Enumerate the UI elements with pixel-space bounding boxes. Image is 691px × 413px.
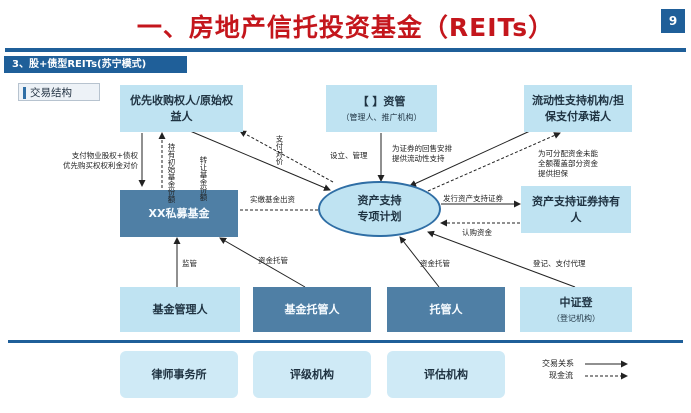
arrow-owner-to-spv xyxy=(189,130,331,191)
title-divider xyxy=(5,48,686,52)
label-issue-securities: 发行资产支持证券 xyxy=(443,194,503,203)
label-subscribe-funds: 认购资金 xyxy=(462,228,492,237)
ellipse-asset-backed-plan: 资产支持 专项计划 xyxy=(318,181,441,237)
label-transfer-share-2: 优先购买权权利金对价 xyxy=(63,161,138,170)
label-transfer-share-1: 支付物业股权+债权 xyxy=(71,151,138,160)
box-private-fund-label: XX私募基金 xyxy=(148,206,210,220)
page-number-badge: 9 xyxy=(661,9,685,33)
label-transfer-fund: 转让基金份额 xyxy=(199,156,208,201)
page-title: 一、房地产信托投资基金（REITs） xyxy=(136,13,555,42)
structure-label: 交易结构 xyxy=(18,83,100,101)
bottom-divider xyxy=(8,340,683,343)
box-custodian: 托管人 xyxy=(387,287,505,332)
arrow-fundcustodian-to-fund xyxy=(219,237,306,288)
box-asset-manager-sub: （管理人、推广机构） xyxy=(341,112,422,122)
arrow-custodian-to-spv xyxy=(399,236,440,288)
box-asset-manager-title: 【 】资管 xyxy=(357,94,406,108)
arrow-csdc-to-spv xyxy=(427,230,576,288)
box-security-holders: 资产支持证券持有人 xyxy=(521,186,631,233)
section-subtitle: 3、股+债型REITs(苏宁模式) xyxy=(4,56,187,73)
box-private-fund: XX私募基金 xyxy=(120,190,238,237)
box-original-owner-label: 优先收购权人/原始权益人 xyxy=(129,93,234,123)
box-security-holders-label: 资产支持证券持有人 xyxy=(532,194,620,224)
box-law-firm-label: 律师事务所 xyxy=(151,367,207,381)
label-supervision: 监管 xyxy=(182,259,197,268)
label-shortfall-3: 提供担保 xyxy=(538,169,568,178)
label-fund-custody: 资金托管 xyxy=(258,256,288,265)
box-csdc: 中证登 （登记机构） xyxy=(520,287,632,332)
label-shortfall-1: 为可分配资金未能 xyxy=(538,149,598,158)
arrow-spv-to-liquidity xyxy=(427,132,561,192)
label-pay-price: 支付对价 xyxy=(275,135,284,165)
label-liquidity-2: 提供流动性支持 xyxy=(392,154,445,163)
label-registration: 登记、支付代理 xyxy=(533,259,586,268)
box-liquidity-provider: 流动性支持机构/担保支付承诺人 xyxy=(524,85,632,132)
box-fund-custodian-label: 基金托管人 xyxy=(284,302,340,316)
legend-cash-flow: 现金流 xyxy=(549,371,573,380)
box-appraisal-agency-label: 评估机构 xyxy=(424,367,468,381)
label-liquidity-1: 为证券的回售安排 xyxy=(392,144,452,153)
asset-backed-plan-line-1: 资产支持 xyxy=(357,194,402,207)
box-rating-agency: 评级机构 xyxy=(253,351,371,398)
box-csdc-sub: （登记机构） xyxy=(552,313,600,323)
label-subscribe-fund: 实缴基金出资 xyxy=(250,195,295,204)
box-asset-manager: 【 】资管 （管理人、推广机构） xyxy=(326,85,437,132)
legend-transaction: 交易关系 xyxy=(542,359,574,368)
box-fund-manager: 基金管理人 xyxy=(120,287,240,332)
box-original-owner: 优先收购权人/原始权益人 xyxy=(120,85,243,132)
label-fund-custody-2: 资金托管 xyxy=(420,259,450,268)
box-csdc-title: 中证登 xyxy=(559,295,593,309)
box-law-firm: 律师事务所 xyxy=(120,351,238,398)
label-shortfall-2: 全额覆盖部分资金 xyxy=(538,159,598,168)
arrow-liquidity-to-spv xyxy=(409,130,531,187)
box-custodian-label: 托管人 xyxy=(429,302,463,316)
box-fund-manager-label: 基金管理人 xyxy=(152,302,208,316)
box-rating-agency-label: 评级机构 xyxy=(290,367,334,381)
box-fund-custodian: 基金托管人 xyxy=(253,287,371,332)
label-setup-manage: 设立、管理 xyxy=(330,151,368,160)
asset-backed-plan-line-2: 专项计划 xyxy=(357,210,402,223)
arrow-spv-to-owner xyxy=(239,130,334,183)
box-liquidity-provider-label: 流动性支持机构/担保支付承诺人 xyxy=(531,93,625,123)
box-appraisal-agency: 评估机构 xyxy=(387,351,505,398)
label-hold-shares: 持有初始基金份额 xyxy=(167,143,176,203)
